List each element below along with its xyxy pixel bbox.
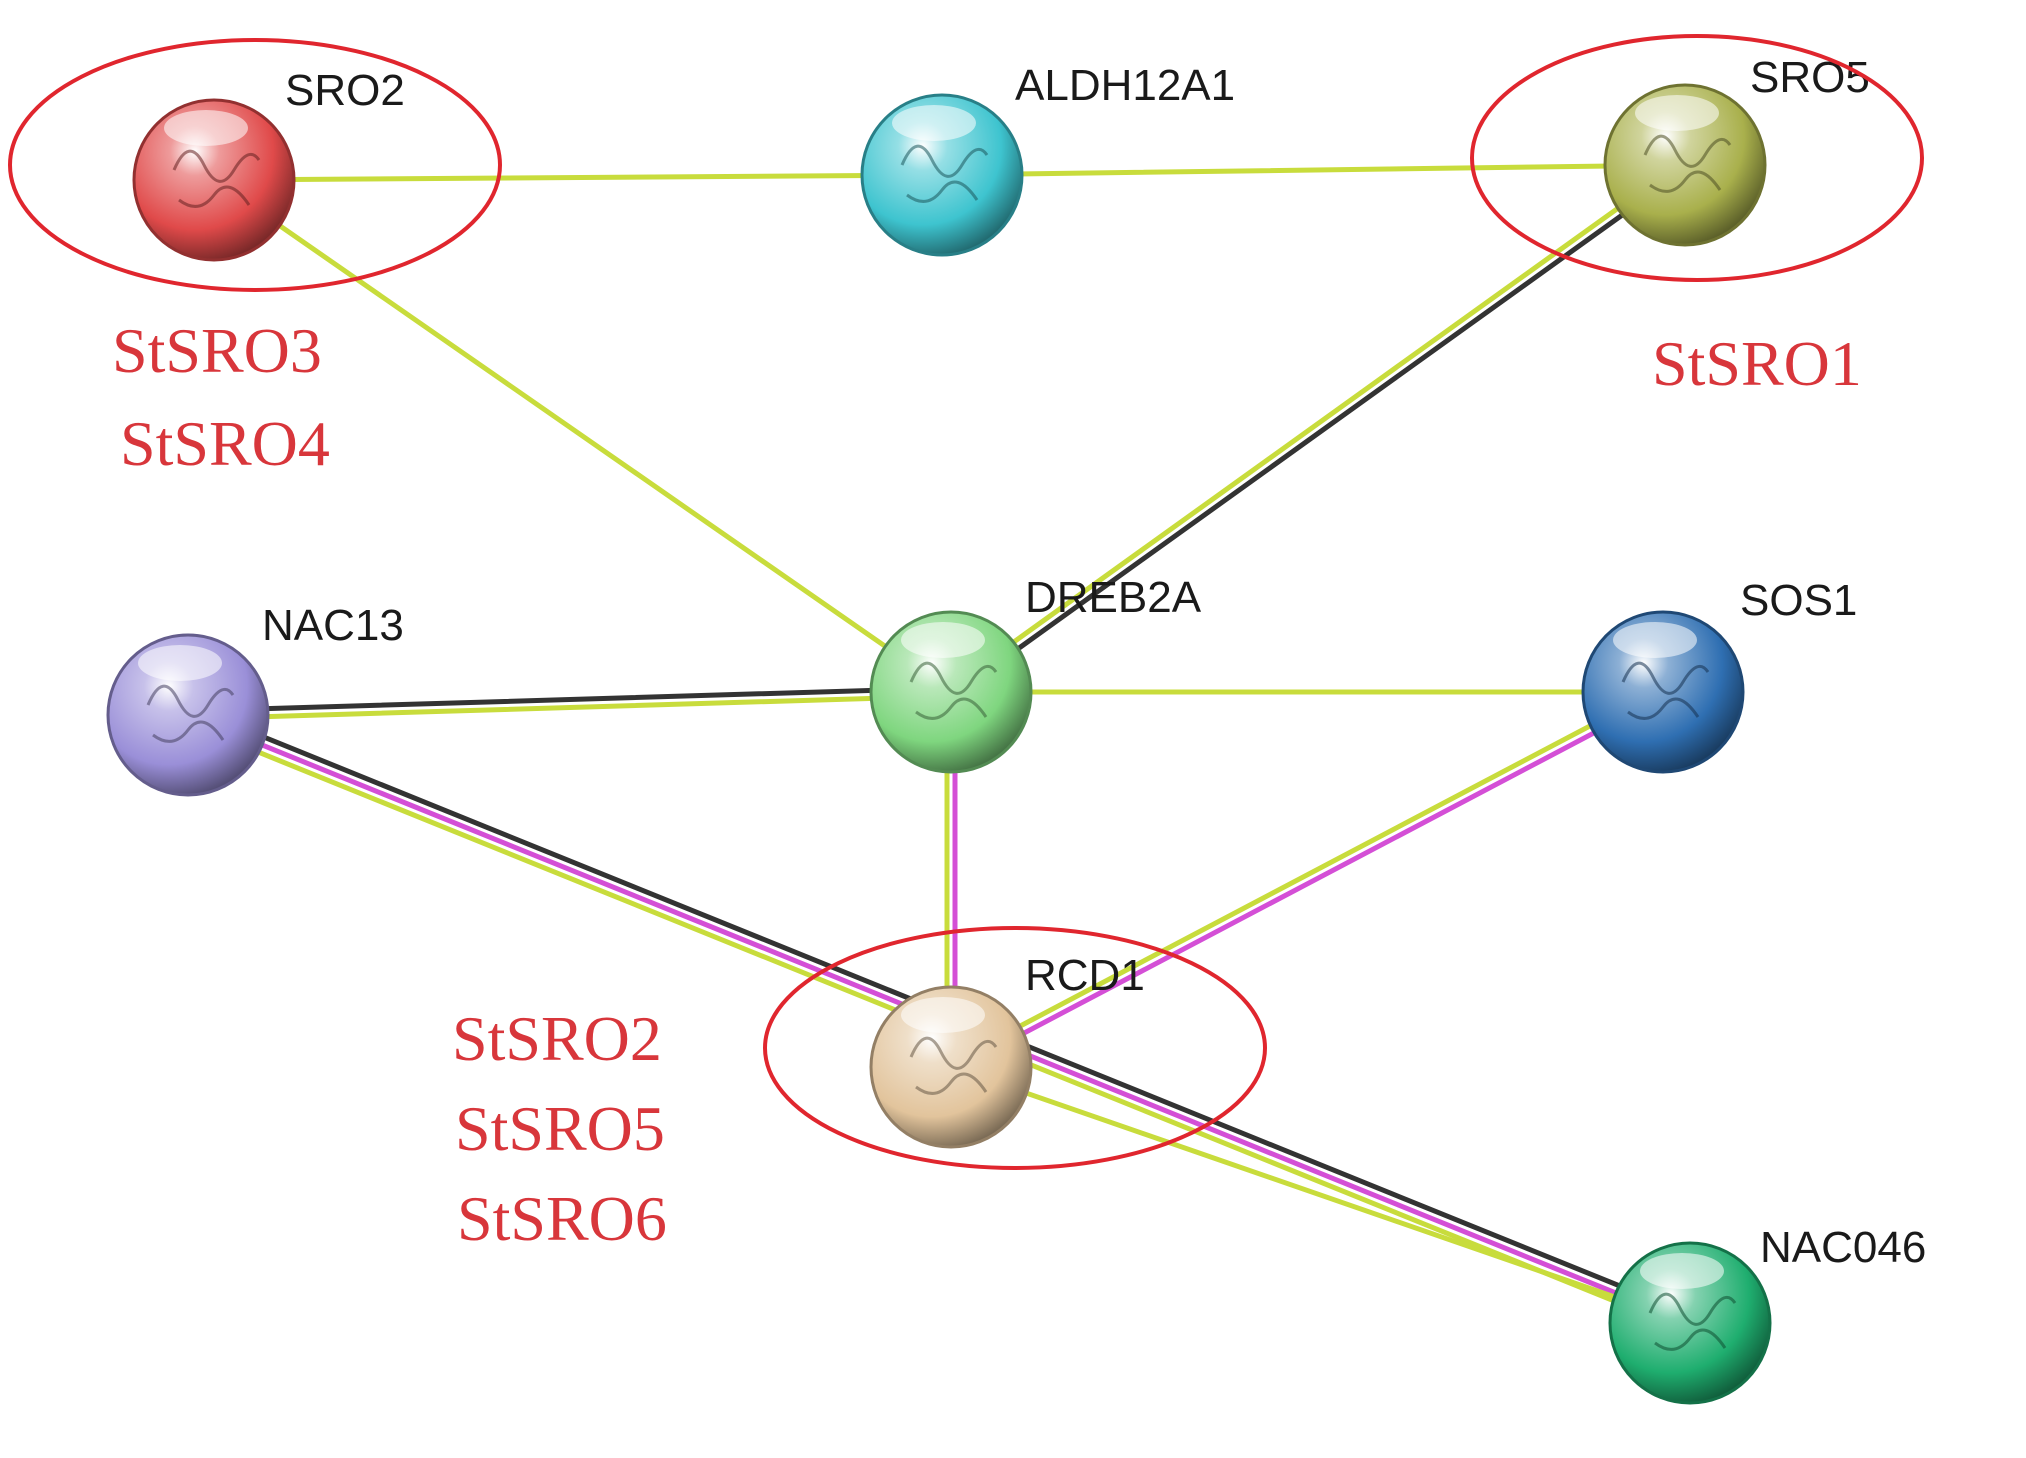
sphere-shine <box>892 105 976 141</box>
edge-line-experimental <box>939 162 1688 178</box>
group-label: StSRO4 <box>120 408 330 479</box>
protein-structure-icon <box>146 684 235 743</box>
node-aldh12a1[interactable] <box>860 93 1024 257</box>
node-dreb2a[interactable] <box>869 610 1033 774</box>
highlight-ellipse <box>1470 34 1924 282</box>
edge-line-textmining <box>950 693 1668 1074</box>
sphere-shine <box>138 645 222 681</box>
node-label-dreb2a: DREB2A <box>1025 573 1202 622</box>
node-label-sro5: SRO5 <box>1750 53 1870 102</box>
node-label-sro2: SRO2 <box>285 66 405 115</box>
group-label: StSRO1 <box>1652 328 1862 399</box>
group-label: StSRO6 <box>457 1183 667 1254</box>
protein-structure-icon <box>1648 1292 1737 1351</box>
nodes-layer <box>106 83 1772 1405</box>
sphere-shine <box>901 997 985 1033</box>
protein-structure-icon <box>900 144 989 203</box>
highlight-ellipse <box>763 926 1267 1170</box>
sphere-shine <box>1613 622 1697 658</box>
node-label-nac046: NAC046 <box>1760 1223 1926 1272</box>
node-rcd1[interactable] <box>869 985 1033 1149</box>
protein-structure-icon <box>909 661 998 720</box>
edge-sos1-rcd1 <box>946 685 1668 1074</box>
group-label: StSRO5 <box>455 1093 665 1164</box>
edge-nac13-dreb2a <box>185 685 954 722</box>
edge-line-experimental <box>211 172 945 183</box>
edge-sro2-aldh12a1 <box>211 172 945 183</box>
sphere-shine <box>1635 95 1719 131</box>
sphere-shine <box>164 110 248 146</box>
protein-structure-icon <box>1621 661 1710 720</box>
node-label-aldh12a1: ALDH12A1 <box>1015 61 1235 110</box>
edge-rcd1-nac046 <box>948 1064 1693 1326</box>
edge-aldh12a1-sro5 <box>939 162 1688 178</box>
edge-line-experimental <box>948 1064 1693 1326</box>
node-label-rcd1: RCD1 <box>1025 951 1145 1000</box>
edge-line-experimental <box>946 159 1686 692</box>
group-label: StSRO2 <box>452 1003 662 1074</box>
protein-structure-icon <box>1643 134 1732 193</box>
group-label: StSRO3 <box>112 315 322 386</box>
edge-line-experimental <box>185 693 954 722</box>
protein-structure-icon <box>172 149 261 208</box>
protein-structure-icon <box>909 1036 998 1095</box>
edge-line-experimental <box>211 177 954 695</box>
sphere-shine <box>1640 1253 1724 1289</box>
node-nac046[interactable] <box>1608 1241 1772 1405</box>
node-sro2[interactable] <box>132 98 296 262</box>
node-label-sos1: SOS1 <box>1740 576 1857 625</box>
node-sro5[interactable] <box>1603 83 1767 247</box>
edge-line-coexpression <box>185 685 954 714</box>
sro5-highlight: StSRO1 <box>1470 34 1924 399</box>
highlight-ellipse <box>8 38 502 292</box>
edge-line-experimental <box>946 685 1664 1066</box>
node-label-nac13: NAC13 <box>262 601 404 650</box>
node-nac13[interactable] <box>106 633 270 797</box>
sphere-shine <box>901 622 985 658</box>
node-sos1[interactable] <box>1581 610 1745 774</box>
edge-sro2-dreb2a <box>211 177 954 695</box>
